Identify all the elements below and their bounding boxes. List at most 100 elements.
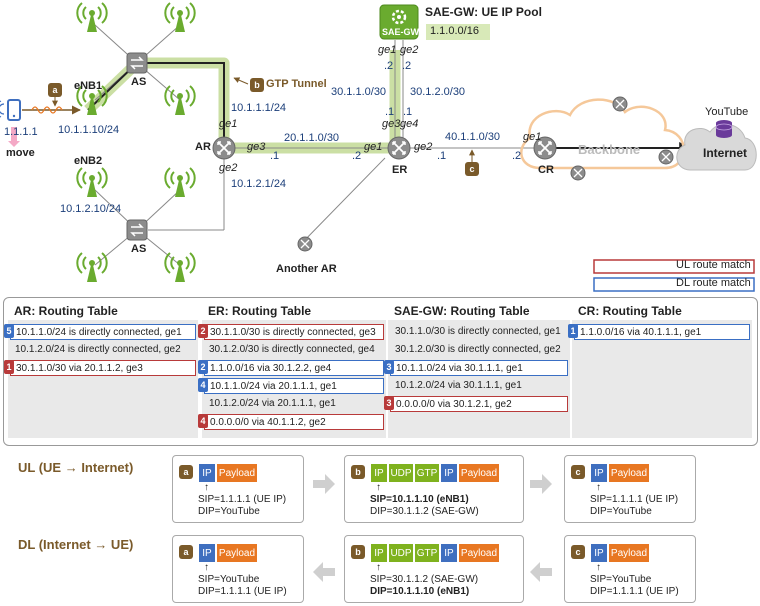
ar-er-dot1: .1 <box>270 150 280 162</box>
er-sgw-dot1-b: .1 <box>403 106 413 118</box>
route-step-number: 3 <box>384 396 394 410</box>
dl-c-dip: DIP=1.1.1.1 (UE IP) <box>590 586 679 597</box>
ar-er-dot2: .2 <box>352 150 362 162</box>
ip-header-inner: IP <box>440 463 458 483</box>
router-icon <box>658 149 674 165</box>
route-step-number: 4 <box>198 378 208 392</box>
route-text: 30.1.1.0/30 is directly connected, ge1 <box>395 326 561 337</box>
ul-packet-c: c IP Payload ↑ SIP=1.1.1.1 (UE IP) DIP=Y… <box>564 455 696 523</box>
another-ar-label: Another AR <box>276 263 337 275</box>
ip-header-inner: IP <box>440 543 458 563</box>
ip-header: IP <box>198 463 216 483</box>
sgw-routing-table: SAE-GW: Routing Table 30.1.1.0/30 is dir… <box>384 302 570 438</box>
enb1-ip-label: 10.1.1.10/24 <box>58 124 120 136</box>
net-er-sgw1: 30.1.1.0/30 <box>331 86 387 98</box>
sae-gw-box-label: SAE-GW <box>382 27 419 37</box>
ue-ip-pool: 1.1.0.0/16 <box>430 25 479 37</box>
dl-a-sip: SIP=YouTube <box>198 574 260 585</box>
tag-a: a <box>179 465 193 479</box>
route-text: 10.1.1.0/24 via 30.1.1.1, ge1 <box>396 363 523 374</box>
cloud-icon <box>676 123 757 171</box>
antenna-icon <box>164 167 196 198</box>
gtp-header: GTP <box>414 463 440 483</box>
payload: Payload <box>216 543 258 563</box>
tag-c: c <box>571 545 585 559</box>
sgw-ge2: ge2 <box>400 44 419 56</box>
router-icon <box>612 96 628 112</box>
ip-header: IP <box>198 543 216 563</box>
sae-gw-title: SAE-GW: UE IP Pool <box>425 5 542 19</box>
route-row: 30.1.1.0/30 is directly connected, ge1 <box>390 324 568 340</box>
ul-c-dip: DIP=YouTube <box>590 506 652 517</box>
net-ar-ge2: 10.1.2.1/24 <box>231 178 287 190</box>
dl-a-dip: DIP=1.1.1.1 (UE IP) <box>198 586 287 597</box>
route-text: 10.1.2.0/24 via 20.1.1.1, ge1 <box>209 398 336 409</box>
dl-packet-a: a IP Payload ↑ SIP=YouTube DIP=1.1.1.1 (… <box>172 535 304 603</box>
phone-icon <box>0 99 21 121</box>
route-step-number: 4 <box>198 414 208 428</box>
payload: Payload <box>458 463 500 483</box>
er-cr-dot1: .1 <box>437 150 447 162</box>
ip-header-outer: IP <box>370 463 388 483</box>
ip-header: IP <box>590 463 608 483</box>
ul-c-sip: SIP=1.1.1.1 (UE IP) <box>590 494 679 505</box>
arrow-up-icon: ↑ <box>596 482 601 493</box>
arrow-up-icon: ↑ <box>204 482 209 493</box>
sgw-dot2-b: .2 <box>402 60 412 72</box>
ar-ge3: ge3 <box>247 141 266 153</box>
net-ar-ge1: 10.1.1.1/24 <box>231 102 287 114</box>
udp-header: UDP <box>388 463 414 483</box>
route-step-number: 1 <box>4 360 14 374</box>
move-label: move <box>6 147 35 159</box>
tag-b: b <box>351 465 365 479</box>
ar-ge1: ge1 <box>219 118 238 130</box>
legend-dl: DL route match <box>676 277 751 289</box>
route-text: 30.1.1.0/30 is directly connected, ge3 <box>210 327 376 338</box>
dl-b-dip: DIP=10.1.1.10 (eNB1) <box>370 586 470 597</box>
sgw-ge1: ge1 <box>378 44 397 56</box>
sgw-table-title: SAE-GW: Routing Table <box>394 304 530 318</box>
net-er-cr: 40.1.1.0/30 <box>445 131 501 143</box>
route-text: 10.1.1.0/24 is directly connected, ge1 <box>16 327 182 338</box>
cr-table-title: CR: Routing Table <box>578 304 682 318</box>
tag-a: a <box>179 545 193 559</box>
network-topology <box>0 2 757 292</box>
tag-c: c <box>571 465 585 479</box>
antenna-icon <box>164 252 196 283</box>
youtube-label: YouTube <box>705 106 749 118</box>
ul-a-sip: SIP=1.1.1.1 (UE IP) <box>198 494 287 505</box>
ul-a-dip: DIP=YouTube <box>198 506 260 517</box>
ar-table-title: AR: Routing Table <box>14 304 118 318</box>
tag-a-ue: a <box>48 83 62 97</box>
ul-b-dip: DIP=30.1.1.2 (SAE-GW) <box>370 506 479 517</box>
flow-arrows <box>313 474 552 582</box>
route-text: 30.1.2.0/30 is directly connected, ge4 <box>209 344 375 355</box>
ip-header-outer: IP <box>370 543 388 563</box>
sgw-dot2-a: .2 <box>384 60 394 72</box>
route-text: 0.0.0.0/0 via 40.1.1.2, ge2 <box>210 417 326 428</box>
gtp-header: GTP <box>414 543 440 563</box>
as-bottom-label: AS <box>131 243 147 255</box>
router-icon <box>570 165 586 181</box>
ar-ge2: ge2 <box>219 162 238 174</box>
backbone-label: Backbone <box>578 142 641 157</box>
route-text: 30.1.2.0/30 is directly connected, ge2 <box>395 344 561 355</box>
dl-packet-b: b IP UDP GTP IP Payload ↑ SIP=30.1.1.2 (… <box>344 535 524 603</box>
er-ge4: ge4 <box>400 118 419 130</box>
er-ge1: ge1 <box>364 141 383 153</box>
route-text: 1.1.0.0/16 via 40.1.1.1, ge1 <box>580 327 702 338</box>
internet-label: Internet <box>703 146 748 160</box>
route-text: 0.0.0.0/0 via 30.1.2.1, ge2 <box>396 399 512 410</box>
route-row: 10.1.2.0/24 is directly connected, ge2 <box>10 342 196 358</box>
antenna-icon <box>76 252 108 283</box>
gtp-tunnel-label: GTP Tunnel <box>266 78 327 90</box>
tag-b: b <box>351 545 365 559</box>
legend-ul: UL route match <box>676 259 751 271</box>
